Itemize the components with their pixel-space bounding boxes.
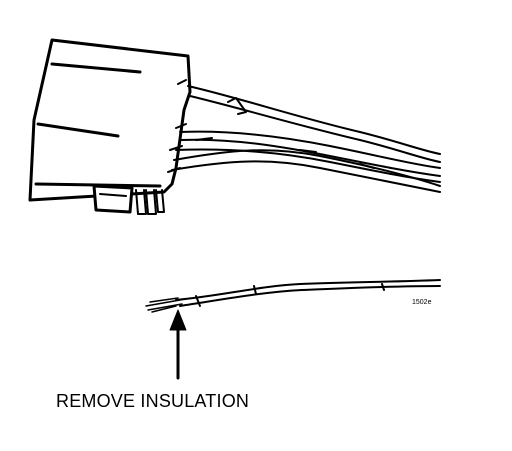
connector-housing [28,38,192,215]
figure-reference-code: 1502e [412,299,432,306]
exposed-conductor [145,297,183,313]
wire-bundle [171,85,441,193]
callout-arrow [169,309,187,380]
stripped-wire [175,279,441,307]
callout-label: REMOVE INSULATION [56,391,250,411]
